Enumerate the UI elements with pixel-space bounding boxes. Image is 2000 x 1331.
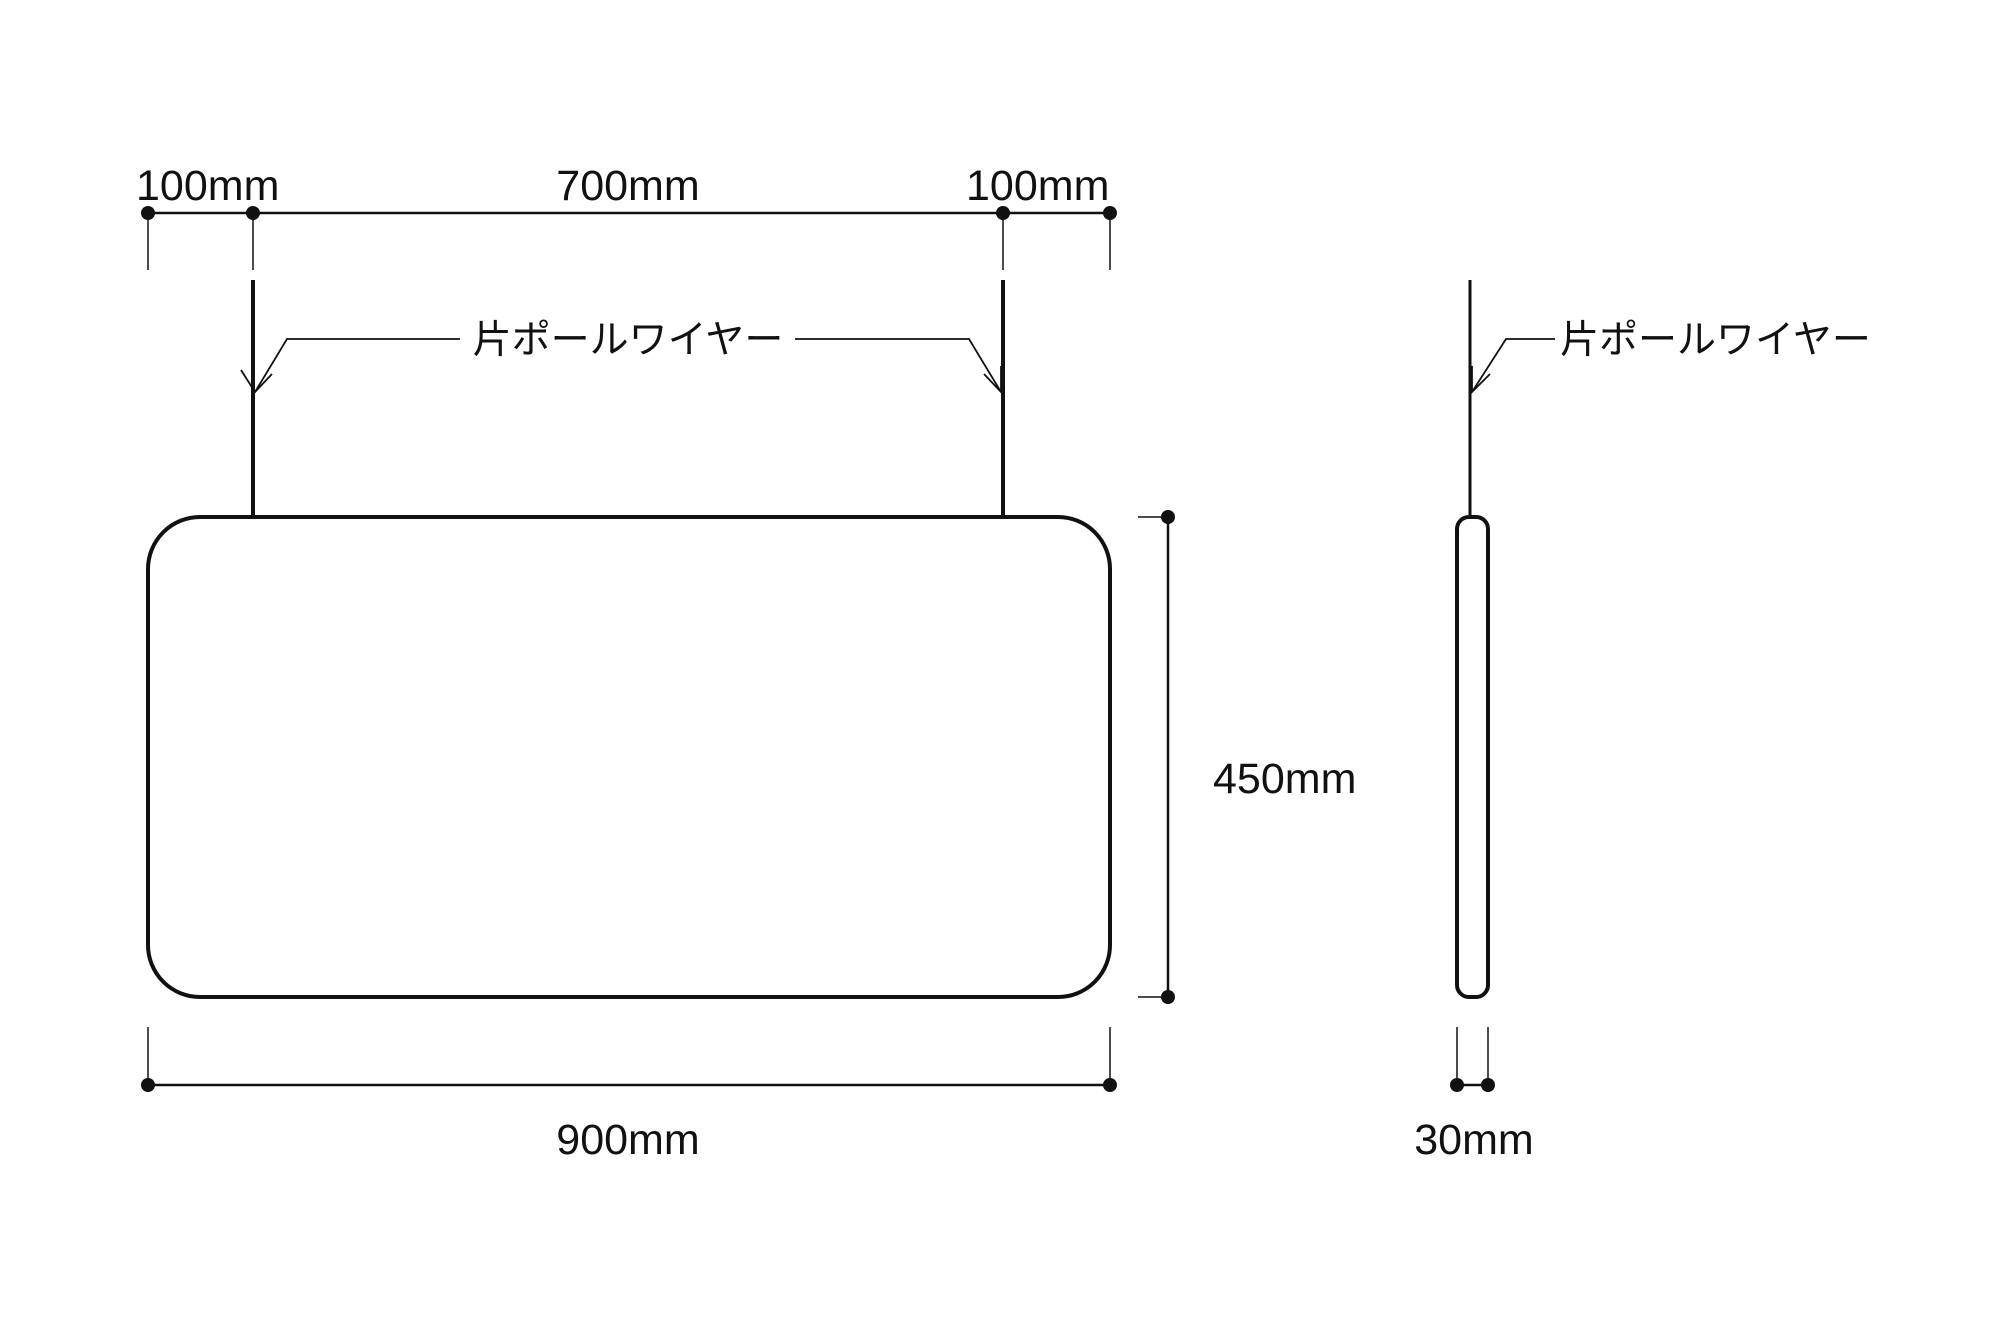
dimension-dot	[1481, 1078, 1495, 1092]
arrowhead-left	[240, 369, 273, 394]
side-view: 片ポールワイヤー 30mm	[1414, 280, 1871, 1164]
dimension-dot	[996, 206, 1010, 220]
dimension-dot	[1103, 1078, 1117, 1092]
top-dimension-chain: 100mm 700mm 100mm	[136, 162, 1117, 270]
wire-callout-label-side: 片ポールワイヤー	[1560, 318, 1871, 363]
wire-callout: 片ポールワイヤー	[240, 318, 1002, 395]
sign-panel-side	[1455, 515, 1490, 999]
thickness-dimension: 30mm	[1414, 1027, 1534, 1164]
dimension-dot	[141, 206, 155, 220]
dimension-dot	[1450, 1078, 1464, 1092]
front-view: 100mm 700mm 100mm 片ポールワイヤー 450mm	[136, 162, 1356, 1164]
leader-line-left	[254, 338, 460, 393]
dimension-label-right-offset: 100mm	[966, 162, 1109, 210]
dimension-dot	[246, 206, 260, 220]
dimension-dot	[1161, 990, 1175, 1004]
dimension-label-wire-spacing: 700mm	[556, 162, 699, 210]
width-dimension: 900mm	[141, 1027, 1117, 1164]
dimension-label-height: 450mm	[1213, 755, 1356, 803]
wire-callout-label: 片ポールワイヤー	[473, 318, 784, 363]
dimension-label-total-width: 900mm	[556, 1116, 699, 1164]
leader-line-side	[1471, 338, 1555, 393]
dimension-dot	[141, 1078, 155, 1092]
height-dimension: 450mm	[1138, 510, 1356, 1004]
dimension-label-thickness: 30mm	[1414, 1116, 1533, 1164]
dimension-dot	[1103, 206, 1117, 220]
arrowhead-right	[983, 366, 1002, 395]
dimension-label-left-offset: 100mm	[136, 162, 279, 210]
arrowhead-side	[1471, 366, 1491, 395]
wire-callout-side: 片ポールワイヤー	[1471, 318, 1871, 395]
sign-panel-front	[146, 515, 1112, 999]
dimension-dot	[1161, 510, 1175, 524]
leader-line-right	[795, 338, 1002, 393]
